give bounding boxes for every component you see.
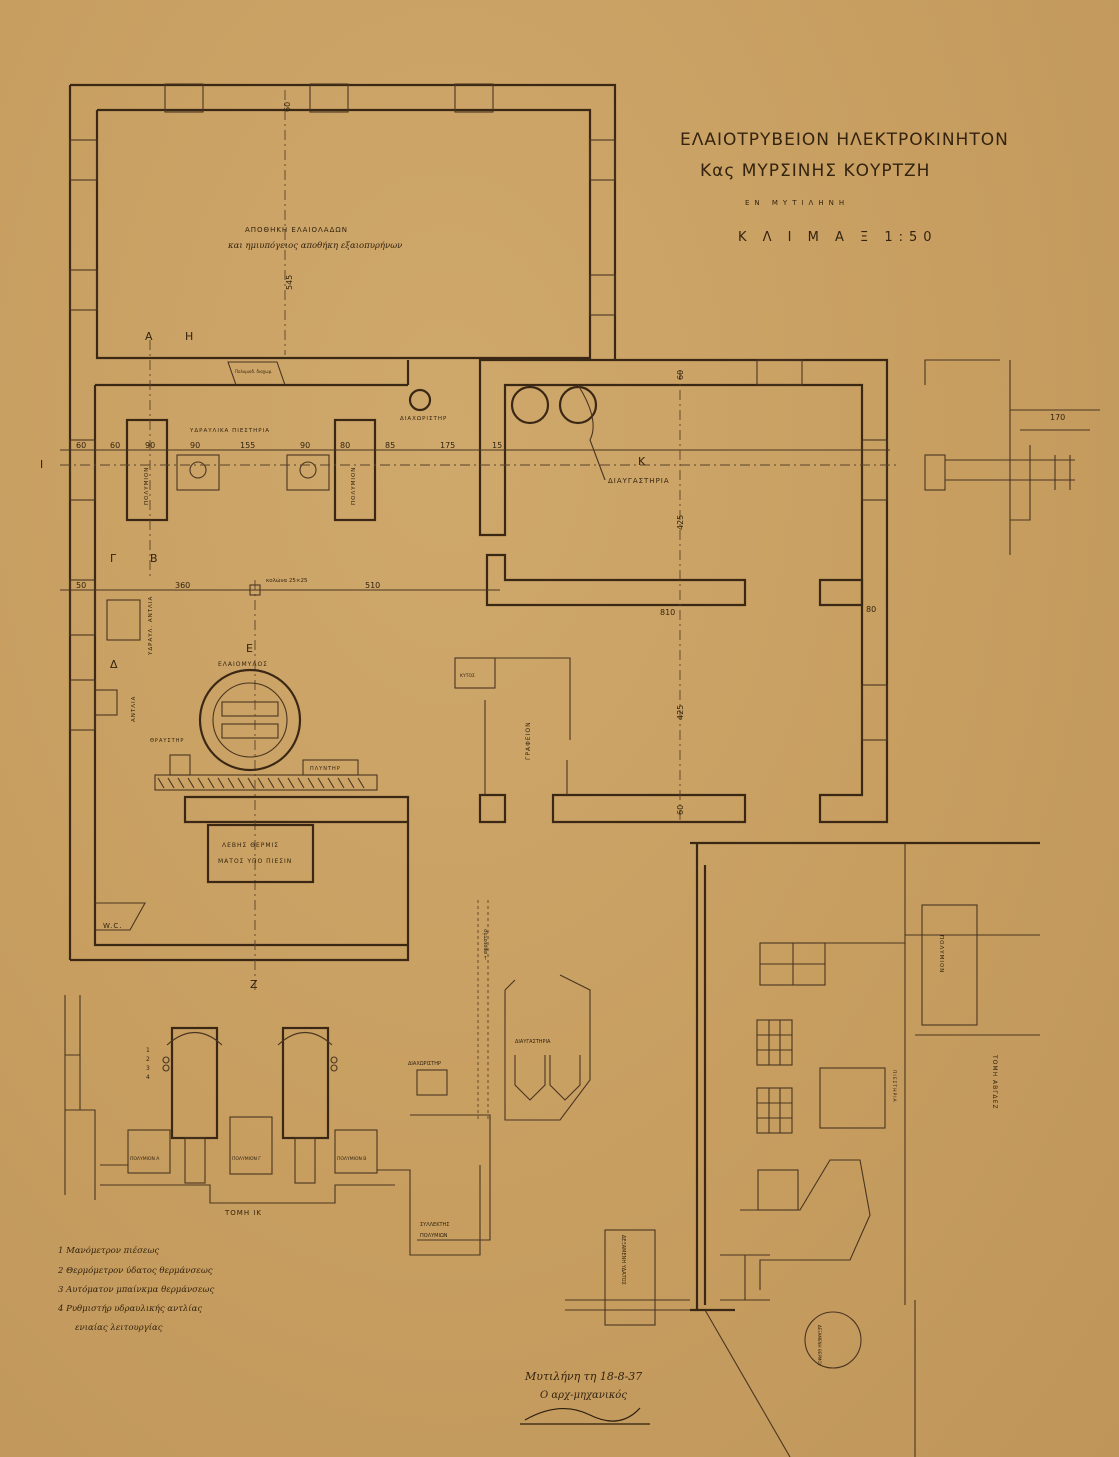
polymion-right-label: ΠΟΛΥΜΙΟΝ (351, 467, 357, 505)
outlet-label: → αφρεστήρ (482, 929, 489, 960)
tank-a-label: ΠΟΛΥΜΙΟΝ Α (130, 1156, 160, 1162)
dim: 175 (440, 441, 455, 450)
collector-label-1: ΣΥΛΛΕΚΤΗΣ (420, 1222, 449, 1228)
separator-label: ΔΙΑΧΩΡΙΣΤΗΡ (400, 416, 447, 422)
gauge-num-4: 4 (146, 1074, 150, 1081)
tank-g-label: ΠΟΛΥΜΙΟΝ Γ (232, 1156, 261, 1162)
water-tank-label: ΔΕΞΑΜΕΝΗ ΥΔΑΤΟΣ (620, 1235, 626, 1285)
section-ik-drawing: 1 2 3 4 ΠΟΛΥΜΙΟΝ Α ΠΟΛΥΜΙΟΝ Γ ΠΟΛΥΜΙΟΝ Β… (64, 900, 591, 1256)
section-letter-d: Δ (110, 658, 118, 671)
dim: 60 (676, 370, 685, 380)
signature-mark (520, 1407, 650, 1425)
crusher-label: ΘΡΑΥΣΤΗΡ (150, 738, 184, 744)
section-letter-a: Α (145, 330, 153, 343)
legend: 1 Μανόμετρον πιέσεως 2 Θερμόμετρον ύδατο… (57, 1245, 214, 1333)
office-label: ΓΡΑΦΕΙΟΝ (525, 721, 532, 760)
dim: 425 (676, 515, 685, 530)
legend-item-1: 1 Μανόμετρον πιέσεως (58, 1245, 159, 1256)
polymion-section-label: ΠΟΛΥΜΙΟΝ (938, 935, 944, 973)
presses-section-label: ΠΙΕΣΤΗΡΙΑ (891, 1070, 897, 1103)
boiler-label-2: ΜΑΤΟΣ ΥΠΟ ΠΙΕΣΙΝ (218, 858, 292, 865)
gauge-num-1: 1 (146, 1047, 150, 1054)
boiler-label-1: ΛΕΒΗΣ ΘΕΡΜΙΣ (222, 842, 279, 849)
dim: 155 (240, 441, 255, 450)
warehouse-sublabel: και ημιυπόγειος αποθήκη εξαιοπυρήνων (227, 240, 402, 251)
dim: 90 (145, 441, 155, 450)
section-letter-k: Κ (638, 455, 646, 468)
dim: 425 (676, 705, 685, 720)
collector-label-2: ΠΟΛΥΜΙΩΝ (420, 1233, 448, 1239)
dim: 360 (175, 581, 190, 590)
signature-date: Μυτιλήνη τη 18-8-37 (524, 1370, 642, 1383)
tank-b-label: ΠΟΛΥΜΙΟΝ Β (337, 1156, 366, 1162)
dim: 60 (676, 805, 685, 815)
hydraulic-pump-label: ΥΔΡΑΥΛ. ΑΝΤΛΙΑ (148, 596, 154, 656)
olive-mill-label: ΕΛΑΙΟΜΥΛΟΣ (218, 661, 268, 668)
legend-item-4-cont: ενιαίας λειτουργίας (75, 1322, 163, 1333)
dim: 810 (660, 608, 675, 617)
small-box-label: Πολυμιοδ. διαχωρ. (235, 369, 272, 374)
warehouse-label: ΑΠΟΘΗΚΗ ΕΛΑΙΟΛΑΔΩΝ (245, 226, 348, 234)
polymion-left-label: ΠΟΛΥΜΙΟΝ (144, 467, 150, 505)
signature-role: Ο αρχ-μηχανικός (540, 1390, 627, 1401)
dim: 80 (866, 605, 876, 614)
wc-label: W.C. (103, 922, 122, 930)
presses-label: ΥΔΡΑΥΛΙΚΑ ΠΙΕΣΤΗΡΙΑ (189, 428, 270, 434)
hot-tank-label: ΔΕΞΑΜΕΝΗ ΘΕΡΜΟΥ (817, 1325, 822, 1366)
separator-section-label: ΔΙΑΧΩΡΙΣΤΗΡ (408, 1061, 441, 1067)
legend-item-3: 3 Αυτόματον μπαίνκμα θερμάνσεως (58, 1284, 214, 1295)
clarifiers-section-label: ΔΙΑΥΓΑΣΤΗΡΙΑ (515, 1039, 551, 1045)
dim-545: 545 (285, 275, 294, 290)
title-line2: Κας ΜΥΡΣΙΝΗΣ ΚΟΥΡΤΖΗ (700, 161, 930, 181)
dim: 80 (340, 441, 350, 450)
section-ik-title: ΤΟΜΗ ΙΚ (224, 1209, 262, 1217)
section-letter-g: Γ (110, 552, 117, 565)
dim: 60 (76, 441, 86, 450)
section-letter-i: Ι (40, 458, 43, 471)
title-location: ΕΝ ΜΥΤΙΛΗΝΗ (745, 199, 849, 207)
signature-block: Μυτιλήνη τη 18-8-37 Ο αρχ-μηχανικός (520, 1370, 650, 1425)
section-letter-h: Η (185, 330, 193, 343)
dim: 510 (365, 581, 380, 590)
section-right-title: ΤΟΜΗ ΑΒΓΔΕΖ (991, 1054, 998, 1110)
title-block: ΕΛΑΙΟΤΡΥΒΕΙΟΝ ΗΛΕΚΤΡΟΚΙΝΗΤΟΝ Κας ΜΥΡΣΙΝΗ… (680, 130, 1009, 245)
dim: 15 (492, 441, 502, 450)
kytos-label: ΚΥΤΟΣ (460, 673, 475, 679)
section-letter-z: Ζ (250, 978, 258, 991)
dim-60: 60 (283, 102, 292, 112)
dim: 60 (110, 441, 120, 450)
dim: 90 (300, 441, 310, 450)
dim: 90 (190, 441, 200, 450)
dim: 85 (385, 441, 395, 450)
section-right-drawing: ΠΟΛΥΜΙΟΝ ΠΙΕΣΤΗΡΙΑ ΤΟΜΗ ΑΒΓΔΕΖ ΔΕΞΑΜΕΝΗ … (565, 841, 1040, 1457)
title-scale: Κ Λ Ι Μ Α Ξ 1:50 (738, 230, 938, 245)
gauge-num-2: 2 (146, 1056, 150, 1063)
window-detail: 170 (924, 359, 1100, 555)
column-label: κολώνα 25×25 (266, 577, 308, 584)
warehouse-plan: ΑΠΟΘΗΚΗ ΕΛΑΙΟΛΑΔΩΝ και ημιυπόγειος αποθή… (68, 83, 617, 960)
legend-item-2: 2 Θερμόμετρον ύδατος θερμάνσεως (57, 1265, 213, 1276)
section-letter-b: Β (150, 552, 158, 565)
legend-item-4: 4 Ρυθμιστήρ υδραυλικής αντλίας (57, 1303, 202, 1314)
dim-170: 170 (1050, 413, 1065, 422)
gauge-num-3: 3 (146, 1065, 150, 1072)
clarifiers-label: ΔΙΑΥΓΑΣΤΗΡΙΑ (608, 477, 670, 485)
pump-label: ΑΝΤΛΙΑ (131, 696, 137, 722)
section-letter-e: Ε (246, 642, 253, 655)
dim: 50 (76, 581, 86, 590)
title-line1: ΕΛΑΙΟΤΡΥΒΕΙΟΝ ΗΛΕΚΤΡΟΚΙΝΗΤΟΝ (680, 130, 1009, 150)
washer-label: ΠΛΥΝΤΗΡ (310, 766, 341, 772)
main-hall-plan: ΥΔΡΑΥΛΙΚΑ ΠΙΕΣΤΗΡΙΑ ΠΟΛΥΜΙΟΝ ΠΟΛΥΜΙΟΝ ΔΙ… (40, 330, 900, 991)
